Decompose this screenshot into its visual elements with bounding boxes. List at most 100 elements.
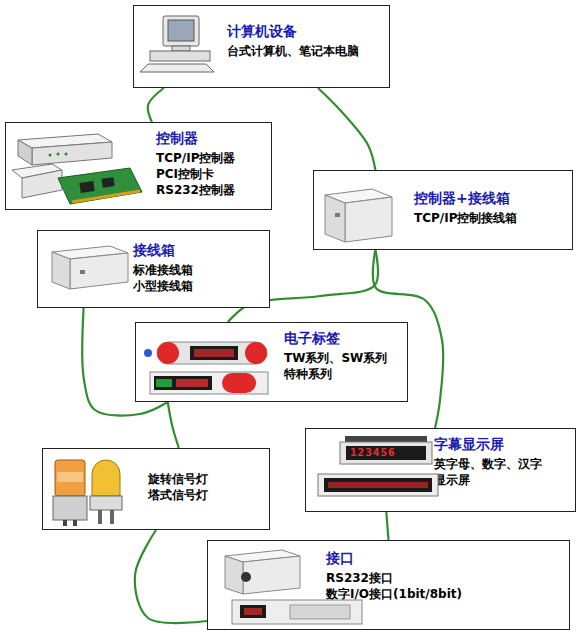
item-text: 小型接线箱 <box>133 278 269 294</box>
segment-display <box>194 349 234 357</box>
tag-body <box>157 342 267 364</box>
node-heading: 接口 <box>326 549 569 568</box>
panel-display <box>240 605 266 618</box>
tag-end <box>245 342 267 364</box>
led-dot <box>57 153 60 156</box>
node-heading: 电子标签 <box>284 329 407 348</box>
controller-top <box>18 134 112 148</box>
card-contacts <box>72 191 140 202</box>
controller-side <box>18 140 32 165</box>
component-box: 接口 RS232接口数字I/O接口(1bit/8bit) <box>207 540 570 630</box>
box-side <box>325 195 345 242</box>
connector-port <box>241 572 251 582</box>
computer-icon <box>140 16 214 72</box>
monitor-stand <box>172 46 190 51</box>
display-bracket <box>345 436 427 442</box>
display-panel <box>324 478 432 492</box>
tag-end <box>157 342 179 364</box>
interface-icon <box>225 550 362 624</box>
component-box: 计算机设备台式计算机、笔记本电脑 <box>133 5 390 88</box>
box-front <box>345 197 392 242</box>
box-side <box>52 252 70 289</box>
segment-display <box>156 379 172 387</box>
controller-top <box>12 164 62 178</box>
item-text: RS232控制器 <box>156 182 271 198</box>
component-box: 接线箱标准接线箱小型接线箱 <box>37 230 270 308</box>
component-box: 旋转信号灯塔式信号灯 <box>42 448 270 530</box>
controller-icon <box>12 134 142 204</box>
item-text: 旋转信号灯 <box>148 471 269 487</box>
box-front <box>243 556 300 594</box>
component-box: 电子标签 TW系列、SW系列特种系列 <box>135 322 408 402</box>
tag-body <box>150 372 268 394</box>
led-dot <box>49 154 52 157</box>
tag-button <box>222 373 256 393</box>
item-text: 数字I/O接口(1bit/8bit) <box>326 586 569 602</box>
lamp-pin <box>110 510 114 524</box>
lamp-dome <box>92 460 120 496</box>
lamp-base <box>53 496 87 520</box>
item-text: 台式计算机、笔记本电脑 <box>227 43 389 59</box>
tag-display <box>154 376 212 390</box>
lamp-pin <box>63 520 67 526</box>
item-text: 特种系列 <box>284 366 407 382</box>
junction-box-icon <box>325 189 392 242</box>
controller-front <box>22 170 62 198</box>
node-heading: 计算机设备 <box>227 22 389 41</box>
display-panel <box>346 446 426 460</box>
pci-card <box>58 168 142 204</box>
item-text: TW系列、SW系列 <box>284 350 407 366</box>
electronic-tag-icon <box>144 342 268 394</box>
terminal-strip <box>290 605 350 619</box>
connector-line <box>135 530 207 623</box>
chip-shape <box>102 177 115 188</box>
connector-line <box>148 88 164 122</box>
connector-line <box>168 402 179 448</box>
connector-line <box>318 88 375 170</box>
led-dot <box>65 153 68 156</box>
box-front <box>70 253 128 289</box>
item-text: 塔式信号灯 <box>148 487 269 503</box>
display-frame <box>318 474 438 496</box>
node-heading: 接线箱 <box>133 241 269 260</box>
component-box: 控制器 TCP/IP控制器PCI控制卡RS232控制器 <box>5 122 272 210</box>
signal-lamp-icon <box>53 460 122 526</box>
lamp-shine <box>57 472 83 482</box>
box-top <box>325 189 392 203</box>
keyboard-shape <box>140 64 214 72</box>
junction-box-icon <box>52 246 128 289</box>
box-side <box>225 556 243 594</box>
display-screen-icon <box>318 436 438 496</box>
node-heading: 控制器+接线箱 <box>414 189 572 208</box>
item-text: PCI控制卡 <box>156 166 271 182</box>
item-text: RS232接口 <box>326 570 569 586</box>
chip-shape <box>79 181 94 193</box>
lamp-dome <box>55 460 85 496</box>
node-heading: 字幕显示屏 <box>434 435 575 454</box>
connector-line <box>386 512 388 540</box>
box-top <box>52 246 128 259</box>
segment-display <box>176 379 208 387</box>
display-frame <box>340 442 432 464</box>
node-heading: 控制器 <box>156 129 271 148</box>
component-box: 控制器+接线箱TCP/IP控制接线箱 <box>313 170 573 250</box>
pc-case <box>150 51 210 61</box>
item-text: TCP/IP控制器 <box>156 150 271 166</box>
interface-panel <box>232 600 362 624</box>
lamp-base <box>90 496 122 510</box>
controller-front <box>32 142 112 165</box>
lock-mark <box>80 270 85 274</box>
lamp-pin <box>98 510 102 524</box>
screen-shape <box>168 20 194 41</box>
component-box: 字幕显示屏英字母、数字、汉字 显示屏 <box>305 428 576 512</box>
tag-led <box>144 349 152 357</box>
monitor-shape <box>163 16 199 46</box>
segment-display <box>328 482 428 488</box>
tag-display <box>190 346 238 360</box>
lock-mark <box>335 213 340 217</box>
lamp-pin <box>73 520 77 526</box>
item-text: 英字母、数字、汉字 显示屏 <box>434 456 550 488</box>
box-top <box>225 550 300 562</box>
item-text: 标准接线箱 <box>133 262 269 278</box>
